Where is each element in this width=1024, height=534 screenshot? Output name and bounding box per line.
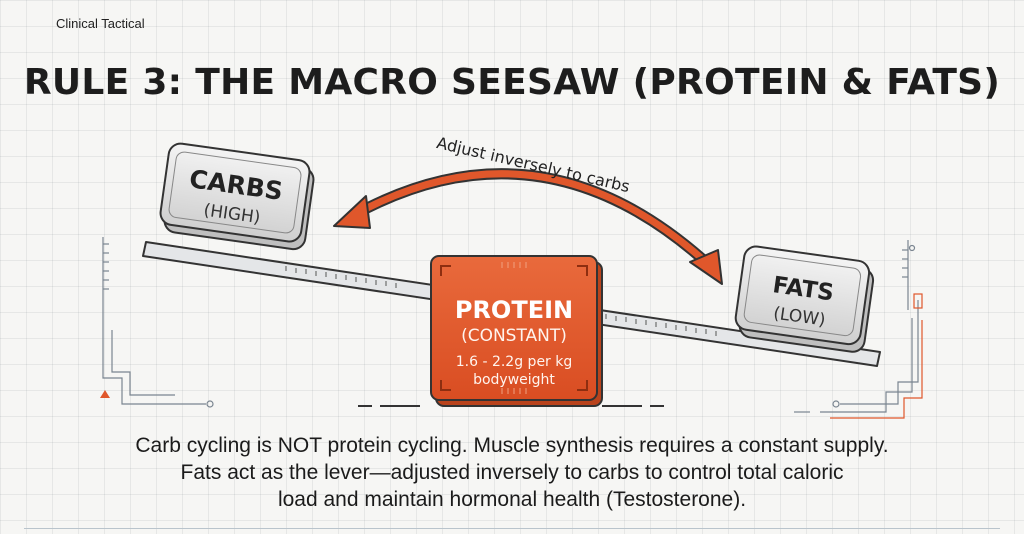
- protein-level: (CONSTANT): [461, 326, 567, 346]
- protein-box: PROTEIN (CONSTANT) 1.6 - 2.2g per kg bod…: [430, 255, 603, 407]
- right-circuit-decoration: [794, 240, 923, 419]
- bottom-divider: [24, 528, 1000, 529]
- protein-amount-unit: bodyweight: [473, 372, 555, 388]
- description-line-3: load and maintain hormonal health (Testo…: [277, 488, 747, 511]
- description-line-1: Carb cycling is NOT protein cycling. Mus…: [135, 434, 889, 457]
- fats-box: FATS (LOW): [734, 245, 875, 353]
- description: Carb cycling is NOT protein cycling. Mus…: [60, 432, 964, 513]
- arrow-label: Adjust inversely to carbs: [435, 133, 632, 196]
- page-title: RULE 3: THE MACRO SEESAW (PROTEIN & FATS…: [23, 62, 1001, 103]
- arrowhead-left-icon: [333, 195, 371, 229]
- brand-label: Clinical Tactical: [56, 16, 145, 31]
- protein-label: PROTEIN: [455, 296, 573, 324]
- description-line-2: Fats act as the lever—adjusted inversely…: [180, 461, 844, 484]
- carbs-box: CARBS (HIGH): [159, 142, 315, 251]
- left-circuit-decoration: [100, 237, 214, 408]
- arrowhead-right-icon: [689, 249, 723, 285]
- protein-amount: 1.6 - 2.2g per kg: [456, 354, 573, 370]
